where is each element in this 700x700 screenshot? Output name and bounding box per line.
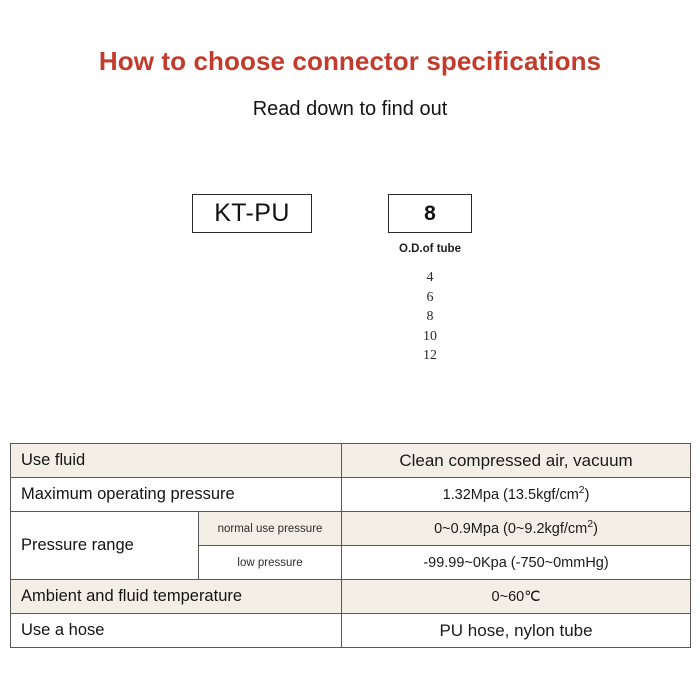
- page-subtitle: Read down to find out: [252, 98, 448, 120]
- table-row: Ambient and fluid temperature 0~60℃: [9, 579, 692, 614]
- specification-table: Use fluid Clean compressed air, vacuum M…: [9, 443, 692, 648]
- od-option-item: 8: [426, 309, 434, 324]
- od-of-tube-caption: O.D.of tube: [399, 243, 461, 255]
- table-row: Pressure range normal use pressure 0~0.9…: [10, 511, 692, 580]
- od-option-item: 6: [426, 289, 434, 305]
- spec-value: PU hose, nylon tube: [341, 613, 692, 648]
- spec-sub-label: normal use pressure: [197, 511, 343, 546]
- spec-value: -99.99~0Kpa (-750~0mmHg): [341, 545, 692, 580]
- od-option-item: 12: [423, 348, 437, 363]
- series-code-box: KT-PU: [192, 194, 312, 233]
- spec-value: 0~0.9Mpa (0~9.2kgf/cm2): [341, 511, 692, 546]
- spec-value: 0~60℃: [341, 579, 692, 614]
- table-row: low pressure -99.99~0Kpa (-750~0mmHg): [11, 545, 692, 580]
- od-of-tube-option-list: 4 6 8 10 12: [370, 268, 490, 366]
- spec-sub-label: low pressure: [197, 545, 343, 580]
- spec-label: Maximum operating pressure: [9, 477, 343, 512]
- table-row: Maximum operating pressure 1.32Mpa (13.5…: [9, 477, 692, 512]
- od-option-item: 4: [426, 270, 434, 285]
- od-option-item: 10: [423, 328, 437, 344]
- spec-value: 1.32Mpa (13.5kgf/cm2): [341, 477, 692, 512]
- table-row: Use fluid Clean compressed air, vacuum: [9, 443, 692, 478]
- spec-label: Use a hose: [9, 613, 343, 648]
- table-row: Use a hose PU hose, nylon tube: [9, 613, 692, 648]
- spec-label: Pressure range: [10, 511, 199, 580]
- tube-size-code-value: 8: [424, 201, 436, 225]
- tube-size-code-box: 8: [388, 194, 472, 233]
- series-code-value: KT-PU: [214, 199, 290, 227]
- spec-label: Use fluid: [9, 443, 343, 478]
- page-title: How to choose connector specifications: [98, 46, 602, 76]
- spec-label: Ambient and fluid temperature: [9, 579, 343, 614]
- spec-value: Clean compressed air, vacuum: [341, 443, 692, 478]
